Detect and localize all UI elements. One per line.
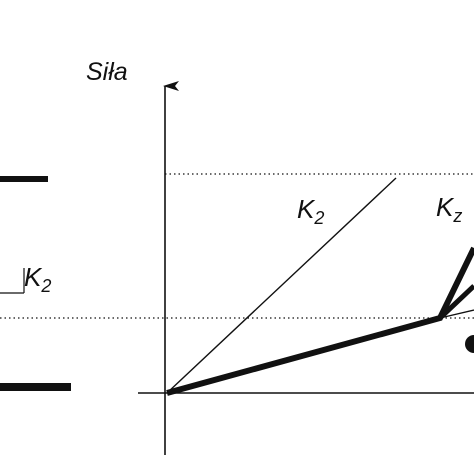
kz-label-main: K — [436, 192, 455, 222]
k2-label-main: K — [297, 194, 316, 224]
left-k2-label-main: K — [24, 262, 43, 292]
k2-label-sub: 2 — [313, 208, 324, 228]
kz-label-sub: z — [452, 206, 462, 226]
left-k2-label-sub: 2 — [40, 276, 51, 296]
k2-stiffness-line — [166, 177, 397, 394]
kz-branch-line — [438, 284, 474, 320]
thick-characteristic-curve — [166, 246, 474, 396]
y-axis-label: Siła — [86, 58, 128, 86]
marker-dot — [465, 335, 474, 353]
left-k2-label: K2 — [24, 262, 51, 296]
kz-label: Kz — [436, 192, 462, 226]
continuation-thin-line — [439, 309, 474, 319]
left-top-thick-bar — [0, 176, 48, 182]
left-bottom-thick-bar — [0, 383, 71, 391]
k2-label: K2 — [297, 194, 324, 228]
